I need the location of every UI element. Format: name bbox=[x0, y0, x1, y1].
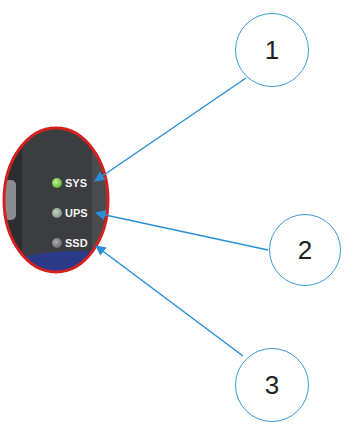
ups-led bbox=[52, 208, 62, 218]
callout-circle: 3 bbox=[235, 348, 309, 422]
callout-number: 1 bbox=[265, 37, 279, 63]
led-label: SSD bbox=[65, 237, 88, 250]
leader-line bbox=[95, 78, 246, 181]
callout-number: 2 bbox=[298, 237, 312, 263]
callout-number: 3 bbox=[265, 372, 279, 398]
panel-photo bbox=[0, 120, 120, 290]
led-label: SYS bbox=[65, 177, 87, 190]
leader-line bbox=[96, 246, 243, 356]
leader-line bbox=[96, 213, 268, 250]
callout-circle: 2 bbox=[269, 214, 341, 286]
callout-circle: 1 bbox=[235, 13, 309, 87]
ssd-led bbox=[52, 238, 62, 248]
sys-led bbox=[52, 178, 62, 188]
led-label: UPS bbox=[65, 207, 88, 220]
highlight-oval bbox=[4, 128, 108, 272]
